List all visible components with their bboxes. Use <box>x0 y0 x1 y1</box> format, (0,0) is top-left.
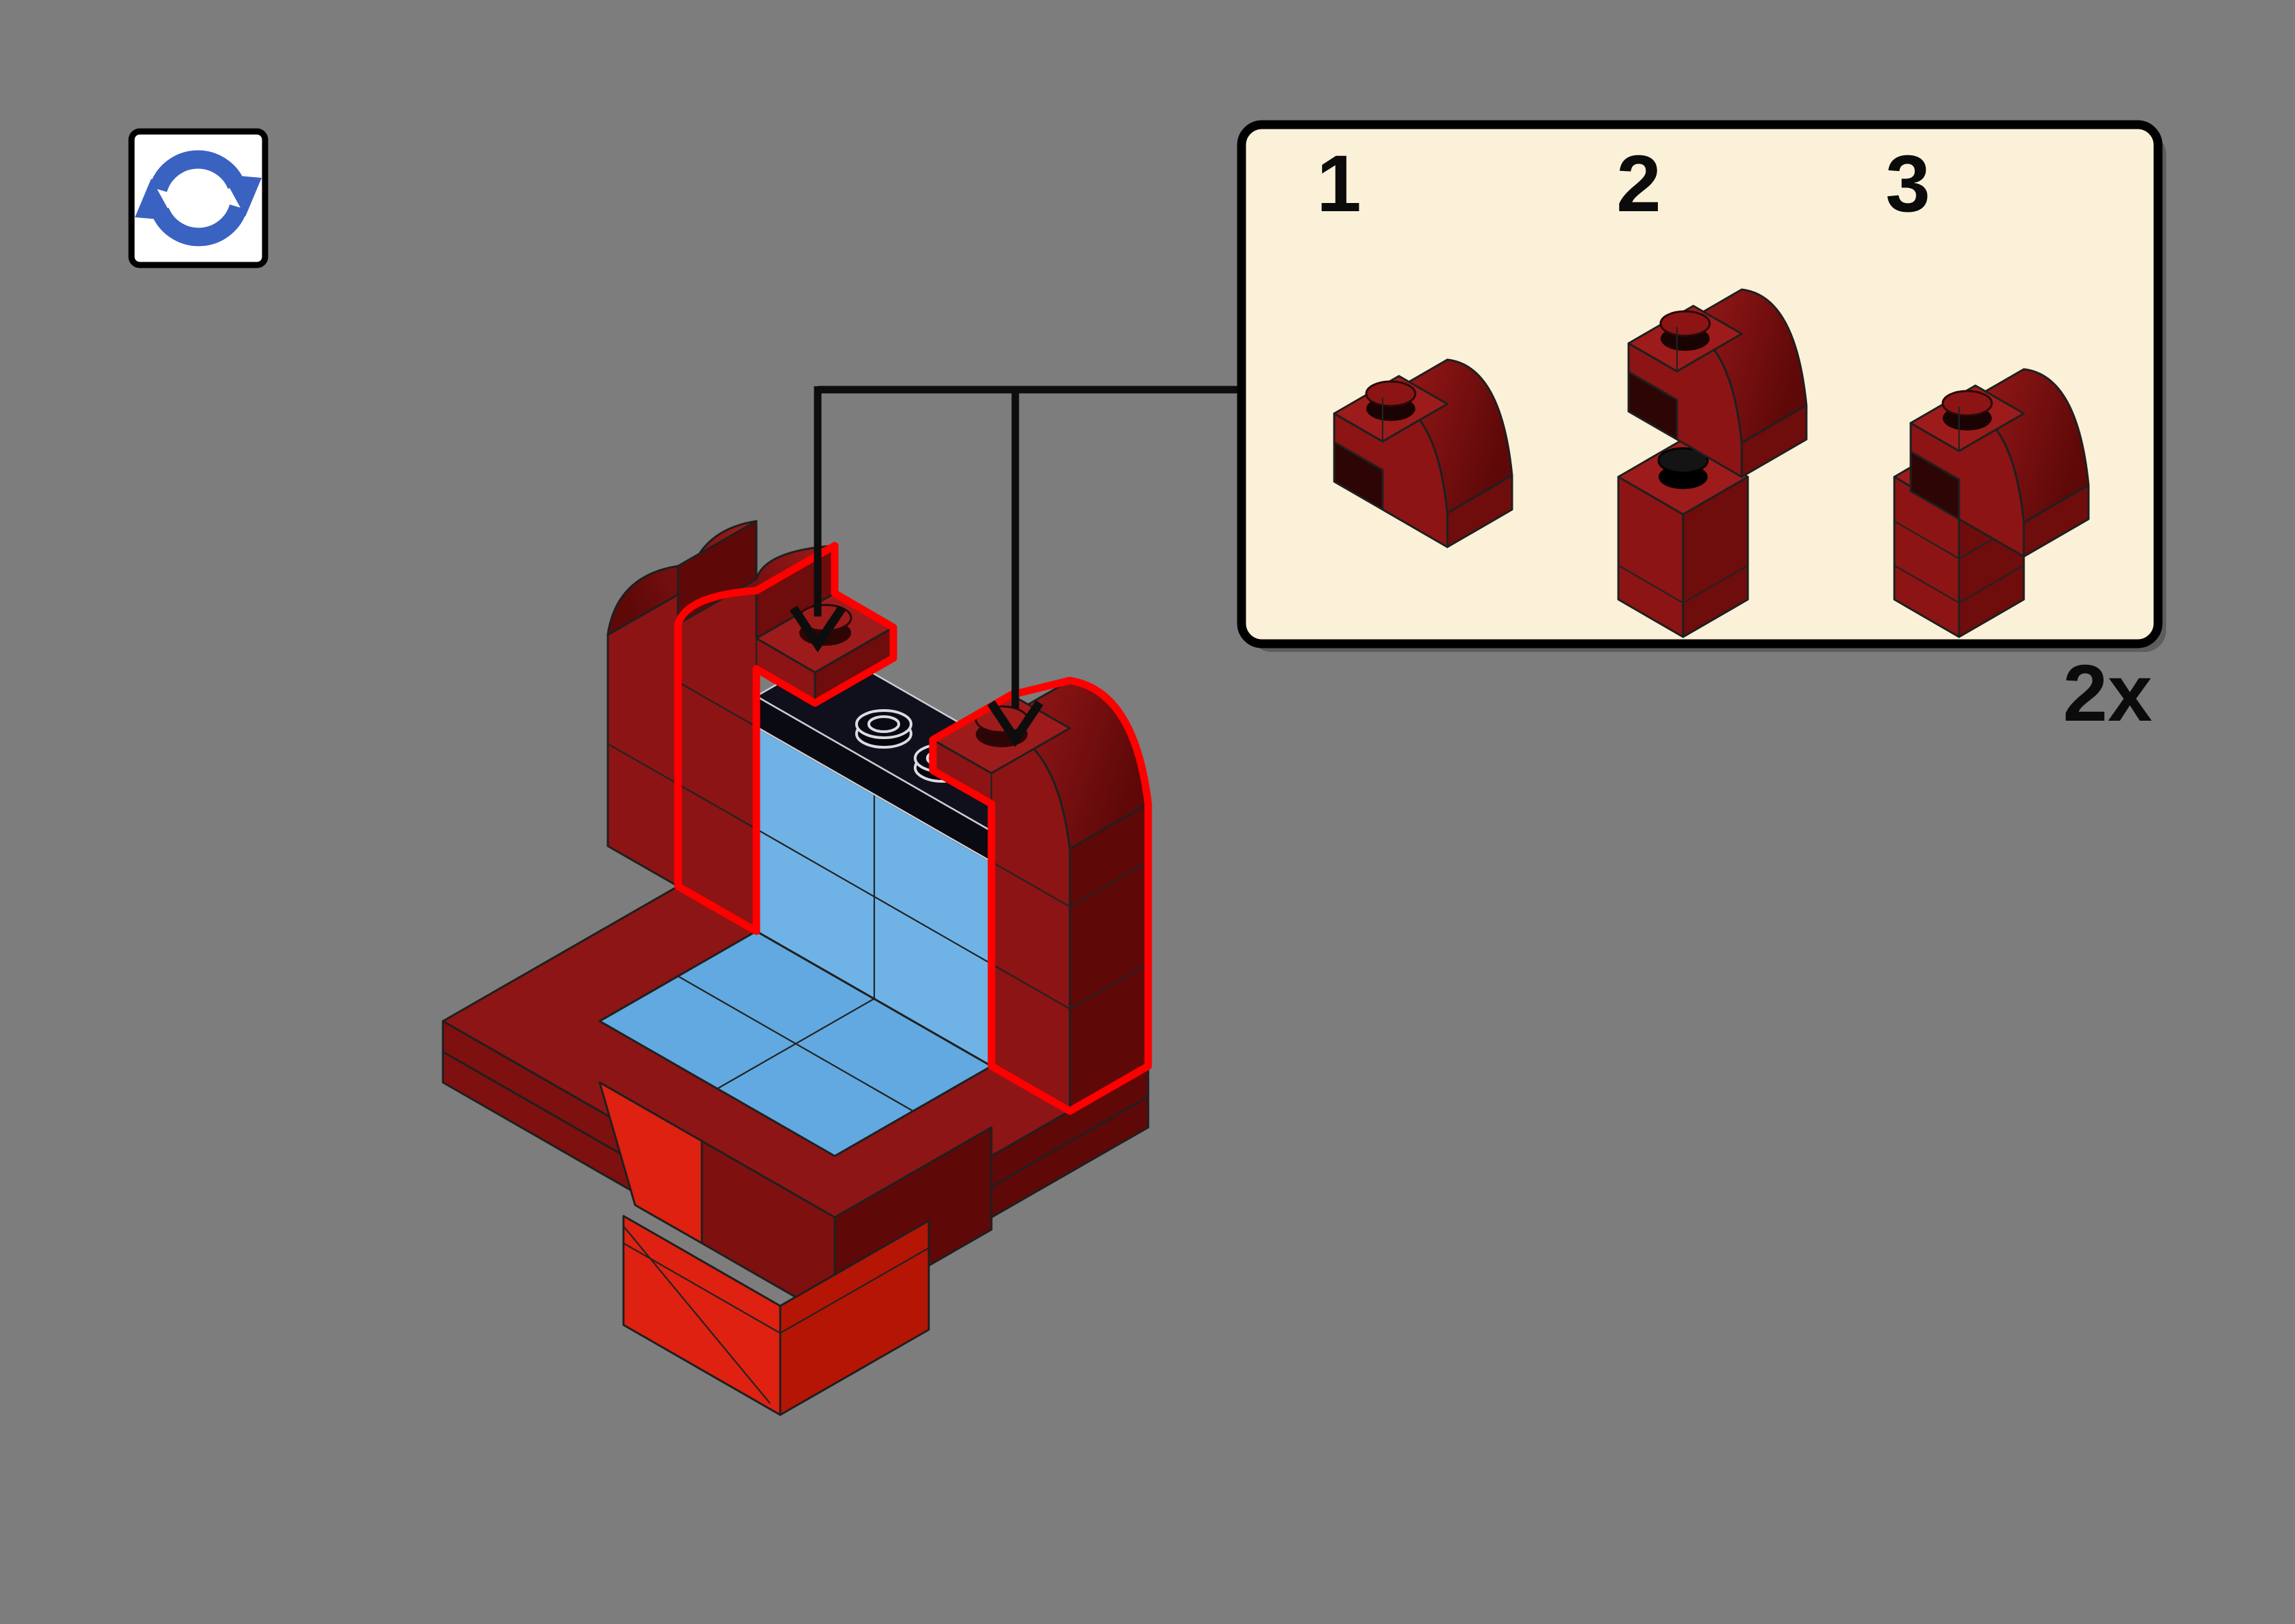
base-block-seams <box>623 1225 929 1404</box>
piece-end-face <box>1740 404 1808 478</box>
backrest-wall-seams <box>756 794 992 999</box>
pedestal-wedge-bright-red <box>598 1081 703 1245</box>
down-arrow-icon <box>789 605 846 653</box>
down-arrow-icon <box>987 700 1044 747</box>
left-column-highlight-outline <box>674 542 897 935</box>
step-number-1: 1 <box>1316 139 1361 229</box>
rotate-refresh-icon <box>135 150 262 247</box>
right-column-side <box>1068 802 1150 1112</box>
step-number-2: 2 <box>1616 139 1661 229</box>
right-column-seams <box>990 773 1149 1010</box>
piece-stud <box>1659 310 1711 351</box>
seat-tile-seams <box>677 975 914 1112</box>
substep-1-curved-brick <box>1333 358 1513 548</box>
brick-black-stud <box>1657 447 1709 489</box>
right-column-highlight-outline <box>929 676 1152 1115</box>
substep-3-assembled <box>1893 368 2090 638</box>
brick-seam <box>1618 565 1749 604</box>
end-wall-seam <box>607 743 679 785</box>
parts-panel: 1 2 3 <box>1237 120 2166 738</box>
black-plate-hollow-stud <box>855 709 912 749</box>
piece-end-face <box>2022 484 2090 558</box>
step-number-3: 3 <box>1885 139 1930 229</box>
rotate-model-button[interactable] <box>128 128 268 268</box>
substep-2-exploded <box>1617 288 1808 638</box>
lego-model <box>442 520 1152 1416</box>
placement-arrows <box>789 386 1244 747</box>
quantity-label: 2x <box>2063 649 2152 738</box>
piece-stud <box>1941 390 1993 431</box>
piece-stud <box>1365 380 1417 421</box>
piece-end-face <box>1446 474 1513 548</box>
